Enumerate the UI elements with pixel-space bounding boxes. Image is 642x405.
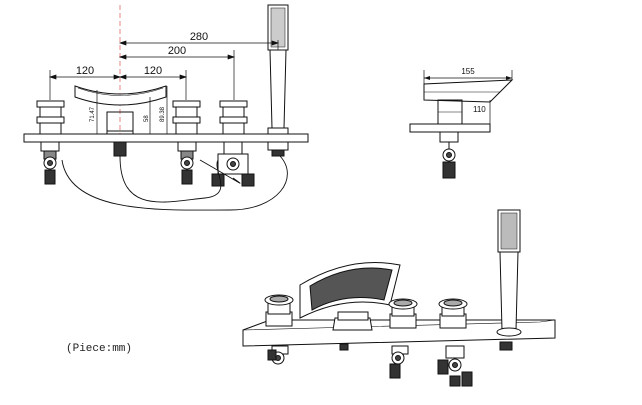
left-handle [36,100,65,135]
unit-note: (Piece:mm) [66,343,133,355]
iso-under-fittings [267,341,513,387]
front-dimension-labels: 280 200 120 120 71.47 58 89.38 [76,31,208,122]
spout [74,85,167,135]
iso-diverter-handle [438,298,468,329]
iso-left-handle [264,294,294,327]
dim-120-left: 120 [76,65,94,77]
diverter-handle [219,100,248,135]
handshower [267,4,289,135]
dim-155: 155 [461,67,475,76]
iso-spout [299,262,401,331]
dim-58: 58 [144,115,150,122]
side-spout [423,79,514,103]
dim-200: 200 [168,45,186,57]
dim-71-47: 71.47 [90,106,96,122]
isometric-view [242,209,556,387]
iso-middle-handle [388,298,418,329]
middle-handle [172,100,201,135]
front-view [23,4,309,211]
hoses [61,155,288,211]
iso-handshower [496,209,522,337]
dim-280: 280 [190,31,208,43]
deck-plate [23,133,309,143]
dim-89-38: 89.38 [160,106,166,122]
side-view [409,70,514,179]
under-fittings [40,141,289,187]
side-deck [409,123,491,133]
dim-110: 110 [473,105,486,114]
side-dimension-labels: 155 110 [461,67,486,114]
dim-120-right: 120 [144,65,162,77]
dimension-lines [48,40,280,134]
